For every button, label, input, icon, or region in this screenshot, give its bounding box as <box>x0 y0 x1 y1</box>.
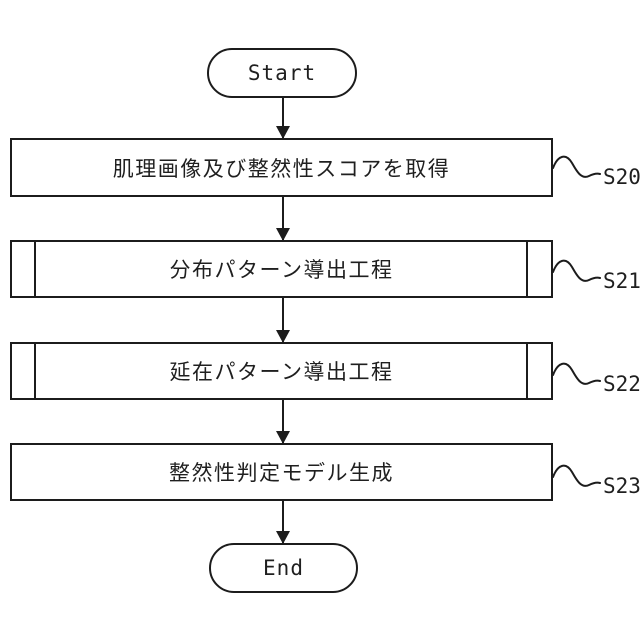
step-box-acquire-texture-image: 肌理画像及び整然性スコアを取得 <box>10 138 553 197</box>
ref-text: S20 <box>603 165 640 189</box>
step-label: 整然性判定モデル生成 <box>169 461 394 485</box>
start-label: Start <box>247 61 317 85</box>
arrow-head-icon <box>276 431 290 444</box>
arrow-shaft <box>282 400 284 443</box>
step-label: 肌理画像及び整然性スコアを取得 <box>112 156 451 181</box>
connector-arrow <box>276 197 290 241</box>
step-box-extension-pattern: 延在パターン導出工程 <box>10 342 553 400</box>
arrow-shaft <box>282 298 284 342</box>
arrow-shaft <box>282 501 284 543</box>
squiggle-leader-icon <box>553 362 601 385</box>
end-label: End <box>263 556 304 580</box>
squiggle-leader-icon <box>553 259 601 282</box>
connector-arrow <box>276 501 290 544</box>
ref-text: S23 <box>603 474 640 498</box>
end-terminal: End <box>209 543 358 593</box>
step-label: 延在パターン導出工程 <box>169 360 394 384</box>
arrow-head-icon <box>276 531 290 544</box>
ref-label-s22: S22 <box>553 361 640 396</box>
connector-arrow <box>276 298 290 343</box>
arrow-shaft <box>282 97 284 138</box>
ref-text: S21 <box>603 269 640 293</box>
ref-label-s21: S21 <box>553 258 640 293</box>
squiggle-leader-icon <box>553 155 601 178</box>
arrow-head-icon <box>276 330 290 343</box>
connector-arrow <box>276 97 290 139</box>
arrow-shaft <box>282 197 284 240</box>
connector-arrow <box>276 400 290 444</box>
step-label: 分布パターン導出工程 <box>169 258 394 282</box>
squiggle-leader-icon <box>553 464 601 487</box>
ref-label-s23: S23 <box>553 463 640 498</box>
start-terminal: Start <box>207 48 357 98</box>
step-box-distribution-pattern: 分布パターン導出工程 <box>10 240 553 298</box>
ref-text: S22 <box>603 372 640 396</box>
step-box-model-generation: 整然性判定モデル生成 <box>10 443 553 501</box>
arrow-head-icon <box>276 126 290 139</box>
arrow-head-icon <box>276 228 290 241</box>
ref-label-s20: S20 <box>553 154 640 189</box>
